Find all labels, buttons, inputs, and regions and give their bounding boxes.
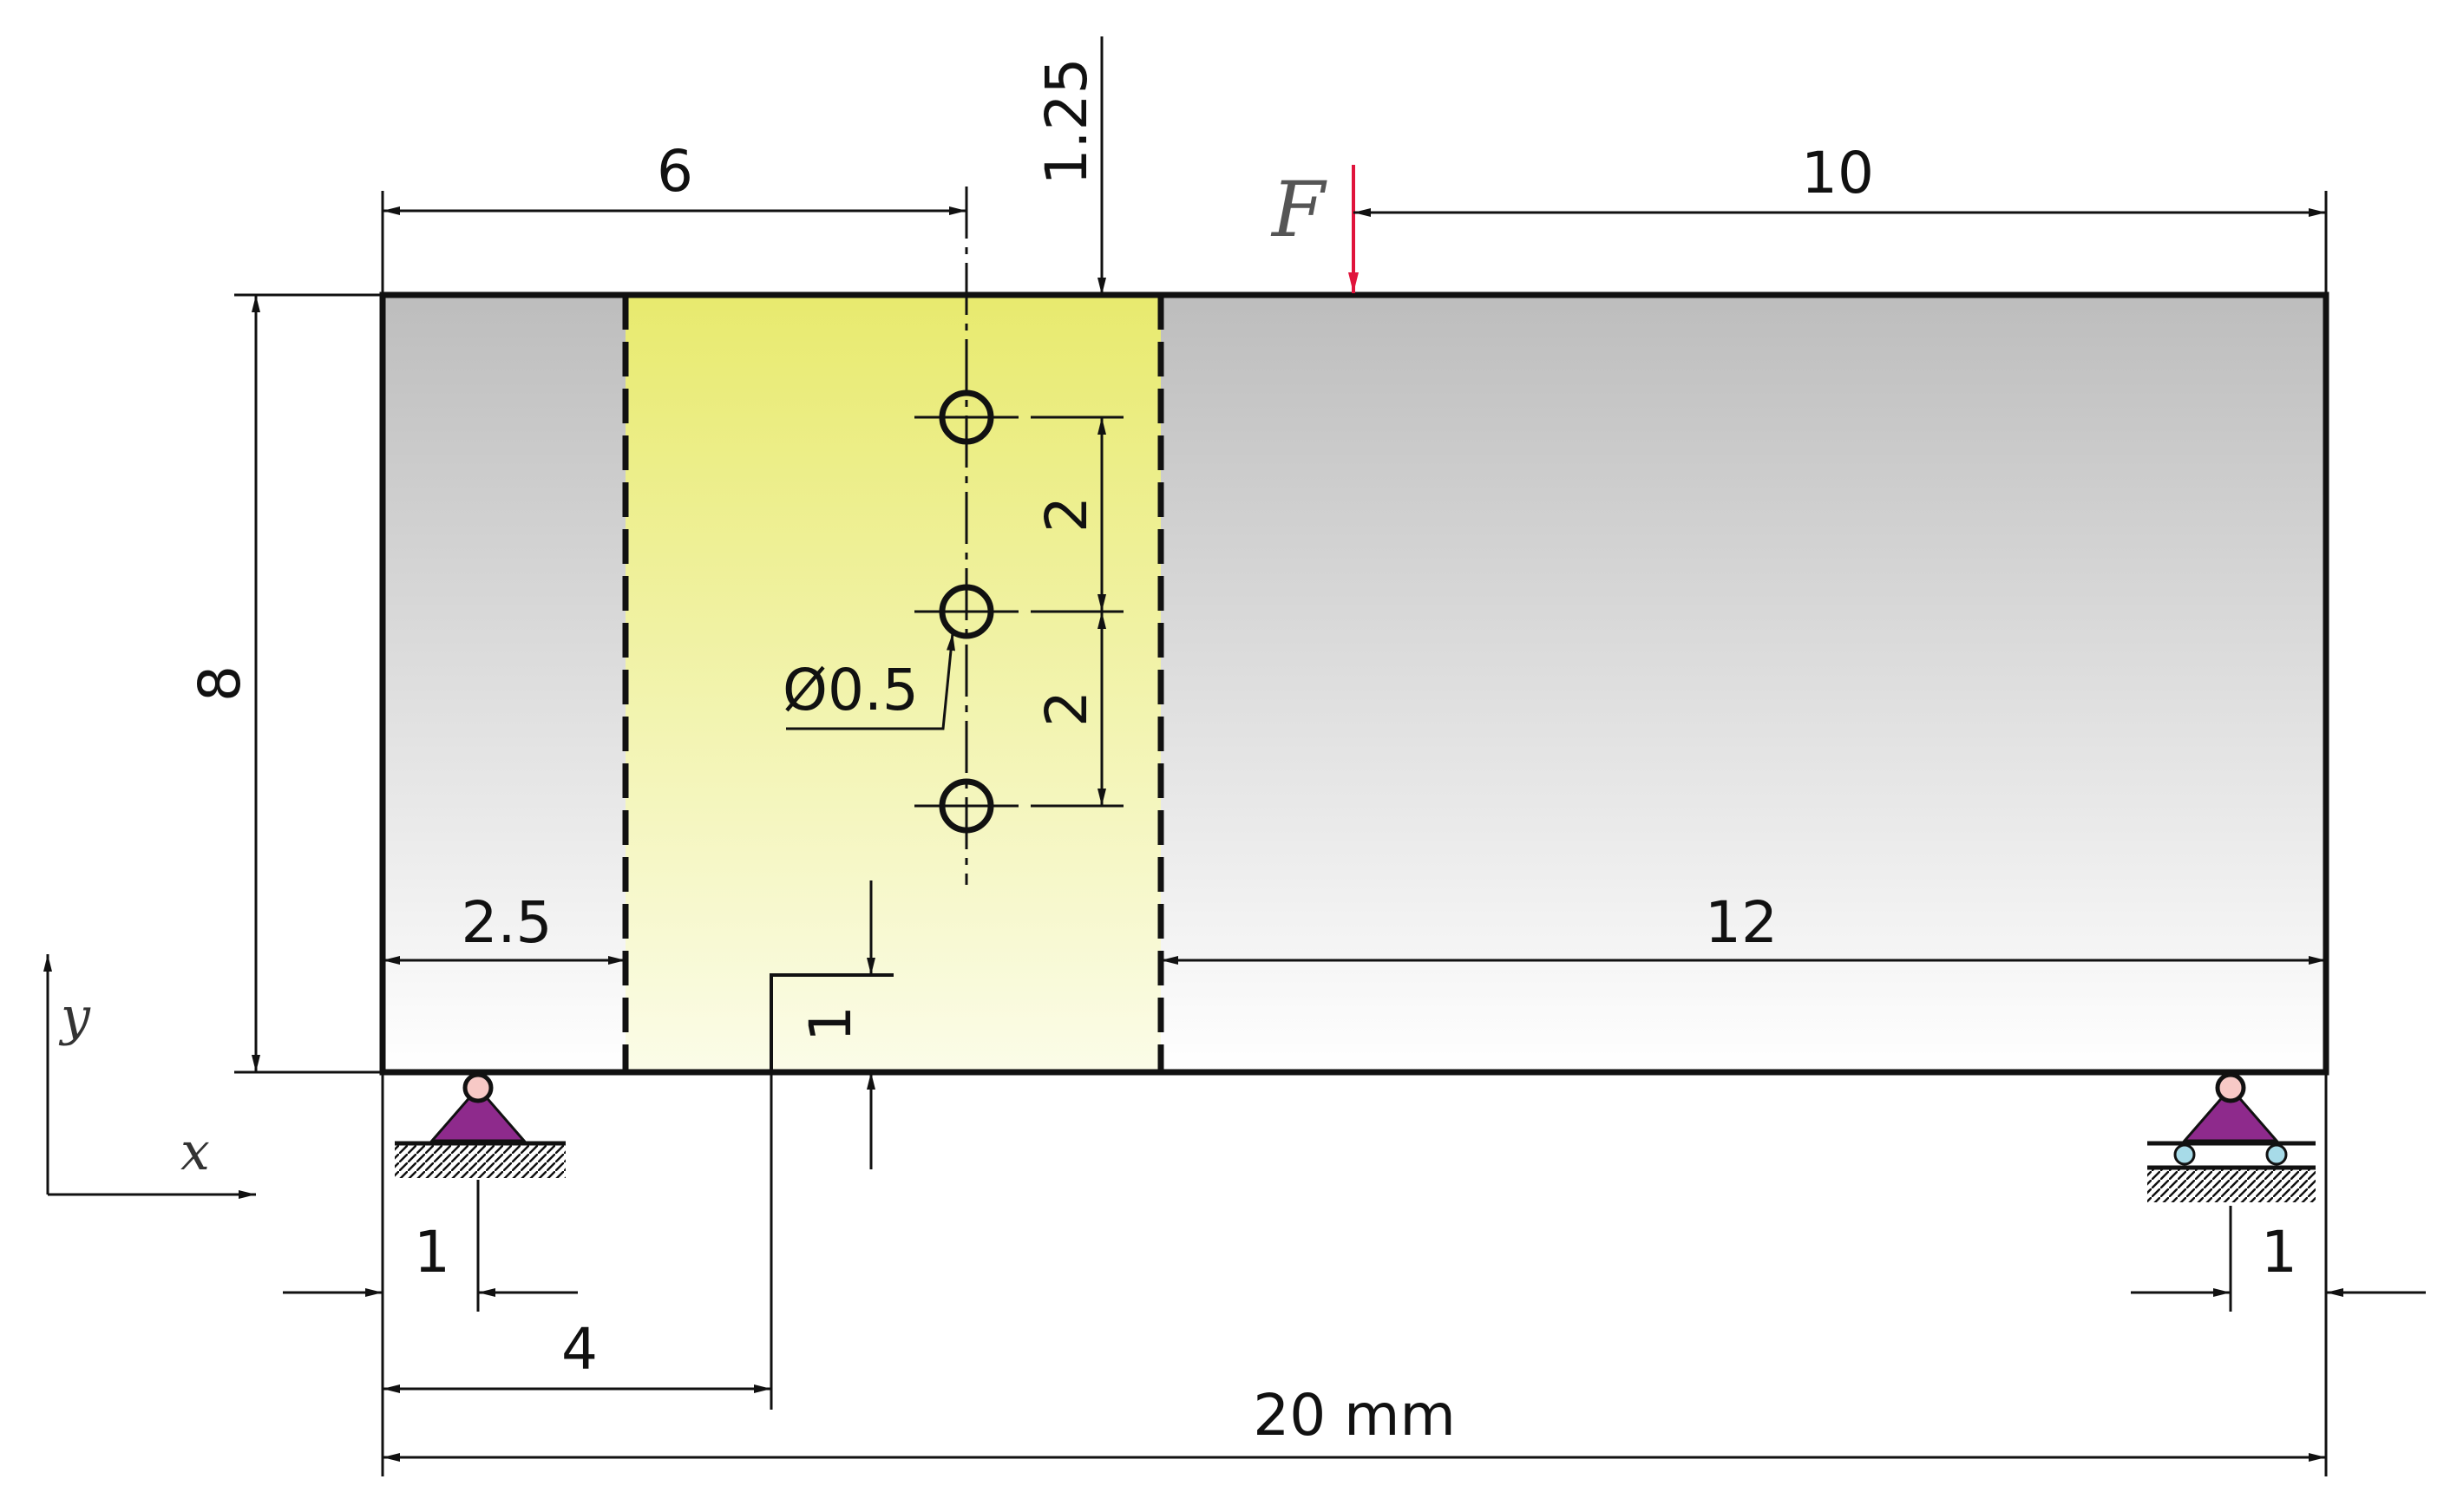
right-support-offset-label: 1: [2261, 1219, 2297, 1286]
left-to-center-label: 6: [657, 138, 693, 205]
top-offset-label: 1.25: [1033, 58, 1100, 186]
hole-diameter-label: Ø0.5: [783, 657, 919, 723]
axis-y-label: y: [58, 986, 91, 1047]
coordinate-axes: [43, 954, 256, 1199]
height-dimension: [234, 293, 383, 1074]
left-pin-support: [395, 1072, 566, 1178]
notch-position-label: 4: [561, 1316, 598, 1383]
hole-spacing-dimensions: [1031, 416, 1124, 808]
analysis-zone: [626, 295, 1161, 1072]
left-support-offset-dimension: [283, 1072, 578, 1476]
notch-position-dimension: [383, 1072, 773, 1410]
left-support-offset-label: 1: [414, 1219, 450, 1286]
notch-height-label: 1: [797, 1005, 864, 1042]
height-label: 8: [187, 665, 253, 702]
right-to-force-label: 10: [1801, 140, 1874, 206]
hole-spacing-upper-label: 2: [1033, 496, 1100, 533]
zone-to-right-label: 12: [1705, 889, 1778, 956]
total-length-label: 20 mm: [1253, 1382, 1456, 1449]
diameter-leader: [786, 632, 955, 730]
beam-outline: [379, 291, 2329, 1076]
notch: [770, 973, 894, 1072]
right-roller-support: [2147, 1072, 2316, 1202]
axis-x-label: x: [180, 1122, 210, 1182]
force-label: F: [1270, 165, 1327, 254]
hole-upper: [914, 389, 1019, 445]
top-dimensions: [381, 191, 2328, 295]
right-support-offset-dimension: [2131, 1072, 2426, 1476]
hole-lower: [914, 778, 1019, 834]
hole-spacing-lower-label: 2: [1033, 691, 1100, 727]
left-to-zone-label: 2.5: [462, 889, 553, 956]
hole-middle: [914, 584, 1019, 639]
